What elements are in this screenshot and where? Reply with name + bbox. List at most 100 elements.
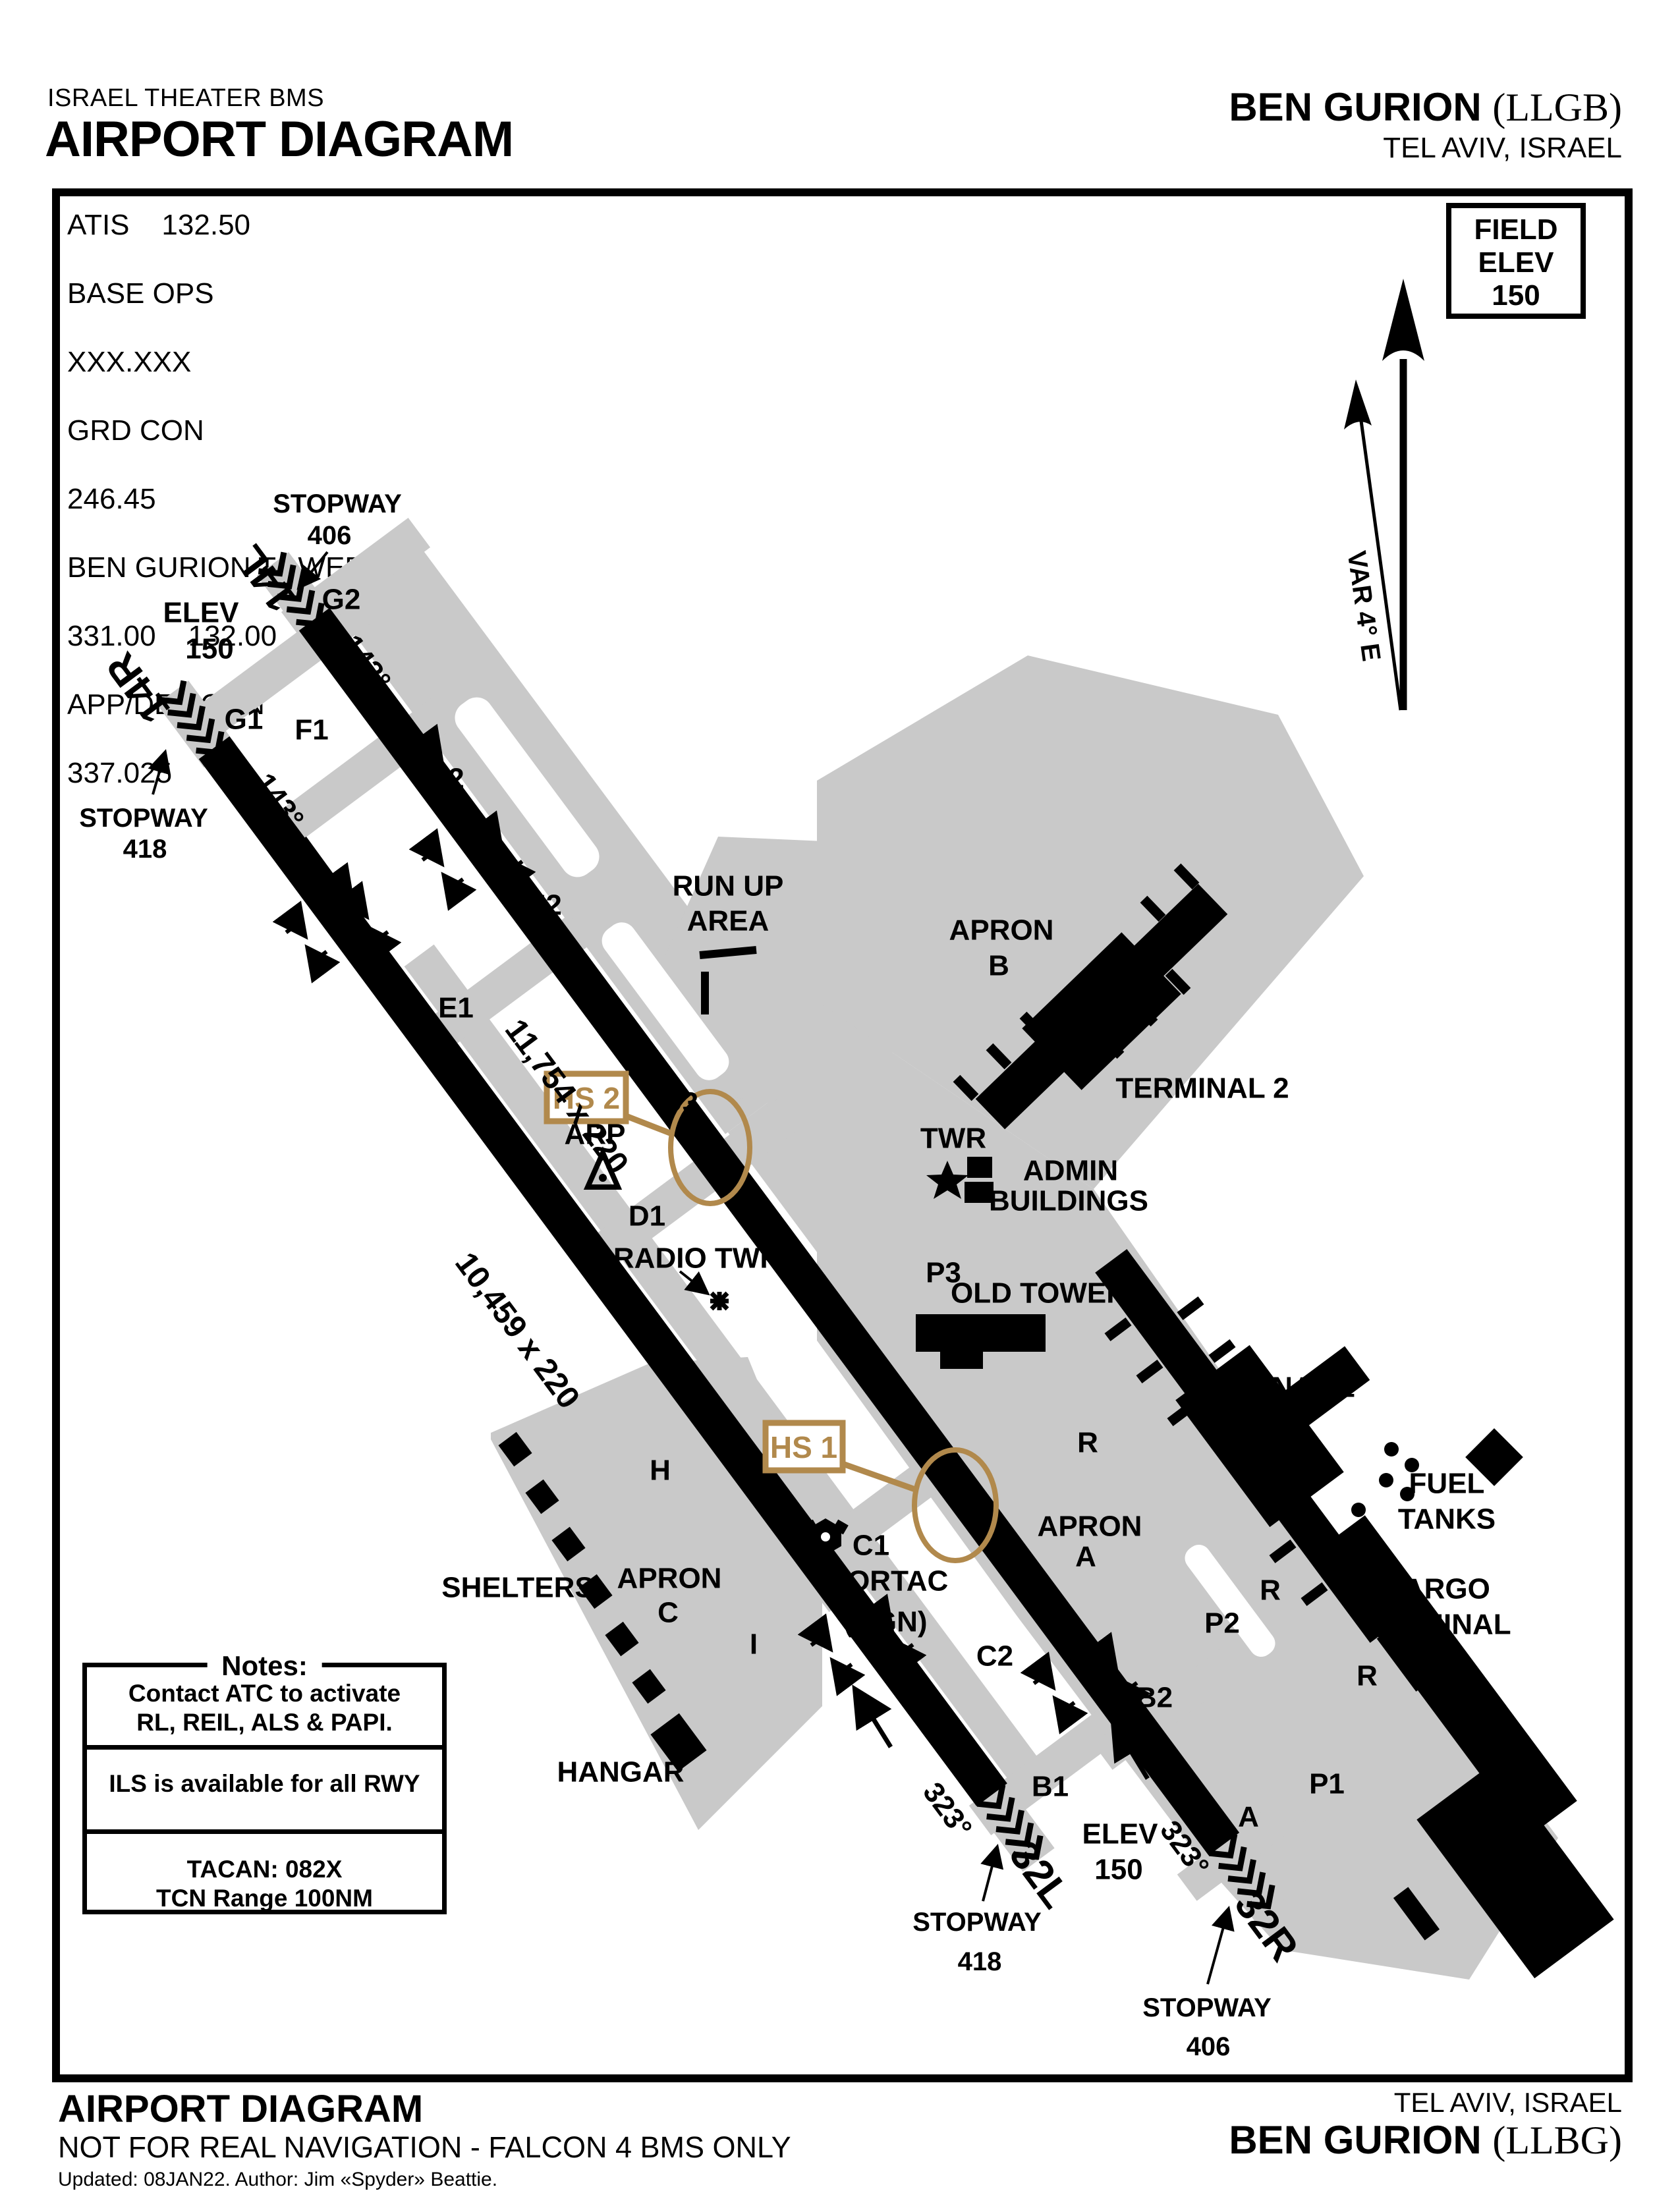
taxiway-c2: C2 xyxy=(976,1640,1013,1673)
stopway-label-32r: STOPWAY xyxy=(1142,1993,1272,2022)
old-tower-label: OLD TOWER xyxy=(951,1277,1127,1310)
admin-building-1 xyxy=(967,1157,992,1178)
arp-icon xyxy=(583,1146,623,1190)
footer-airport: BEN GURION (LLBG) xyxy=(1229,2117,1622,2163)
footer-city: TEL AVIV, ISRAEL xyxy=(1393,2087,1622,2118)
taxiway-g1: G1 xyxy=(225,704,264,736)
note-tacan: TACAN: 082X TCN Range 100NM xyxy=(87,1829,442,1912)
theater-title: ISRAEL THEATER BMS xyxy=(47,84,325,112)
radio-twr-label: RADIO TWR xyxy=(613,1242,781,1275)
stopway-label-14l: STOPWAY xyxy=(273,489,402,518)
stopway-label-14r: STOPWAY xyxy=(79,804,208,833)
taxiway-f1: F1 xyxy=(294,714,328,746)
run-up-area-label2: AREA xyxy=(687,905,770,937)
apron-b-label2: B xyxy=(988,950,1009,982)
stopway-406-14l: 406 xyxy=(308,521,352,550)
taxiway-b1: B1 xyxy=(1032,1771,1069,1803)
taxiway-r-cargo: R xyxy=(1357,1660,1378,1692)
fuel-tanks-icon xyxy=(1351,1442,1419,1517)
note-atc-line2: RL, REIL, ALS & PAPI. xyxy=(136,1709,393,1736)
hs2-box xyxy=(544,1070,629,1124)
taxiway-e1: E1 xyxy=(438,992,474,1024)
hs2-label: HS 2 xyxy=(553,1081,620,1115)
taxiway-g2: G2 xyxy=(322,584,361,616)
heading-arrows xyxy=(302,698,1150,1780)
taxiway-d3: D3 xyxy=(661,1087,698,1119)
footer-disclaimer: NOT FOR REAL NAVIGATION - FALCON 4 BMS O… xyxy=(58,2130,791,2164)
taxiway-e2: E2 xyxy=(526,889,562,922)
hot-spots xyxy=(544,1070,999,1563)
airport-icao-top: (LLGB) xyxy=(1492,86,1622,129)
page-title: AIRPORT DIAGRAM xyxy=(45,111,514,167)
runway-14l-32r xyxy=(298,607,1240,1856)
taxiway-d1: D1 xyxy=(629,1200,665,1233)
field-elev-box: FIELD ELEV 150 xyxy=(1446,203,1586,319)
twr-label: TWR xyxy=(920,1123,986,1155)
apron-a-label2: A xyxy=(1075,1541,1096,1573)
footer-airport-name: BEN GURION xyxy=(1229,2118,1493,2162)
terminal2-label: TERMINAL 2 xyxy=(1115,1072,1289,1105)
vortac-label1: VORTAC xyxy=(828,1565,949,1597)
hangar-building xyxy=(650,1713,707,1772)
stopway-label-32l: STOPWAY xyxy=(912,1908,1042,1937)
runways xyxy=(155,550,1287,1921)
footer-airport-icao: (LLBG) xyxy=(1492,2119,1622,2162)
note-atc-line1: Contact ATC to activate xyxy=(128,1680,401,1707)
taxiway-r-p2: R xyxy=(1260,1574,1281,1607)
admin-building-2 xyxy=(965,1182,994,1203)
airport-city-top: TEL AVIV, ISRAEL xyxy=(1383,132,1622,164)
field-elev-value: 150 xyxy=(1492,279,1540,312)
taxiway-p1: P1 xyxy=(1309,1768,1345,1800)
shelters-icons xyxy=(498,1431,707,1772)
taxiway-b2: B2 xyxy=(1136,1682,1173,1714)
notes-title: Notes: xyxy=(207,1650,322,1682)
elev-label-se: ELEV xyxy=(1082,1818,1159,1850)
taxiway-d2: D2 xyxy=(791,1267,827,1300)
shelters-label: SHELTERS xyxy=(441,1572,594,1604)
elev-value-se: 150 xyxy=(1094,1854,1142,1886)
cargo-terminal-building xyxy=(1315,1515,1614,1979)
taxiway-c3: C3 xyxy=(864,1370,901,1402)
apron-c-label2: C xyxy=(658,1597,679,1629)
apron-a-area xyxy=(817,1001,1558,1980)
hs1-box xyxy=(762,1420,846,1474)
freq-grdcon-value: 246.45 xyxy=(67,483,156,515)
apron-c-label1: APRON xyxy=(617,1563,722,1595)
north-arrow: VAR 4° E xyxy=(1341,279,1424,711)
apron-b-area xyxy=(817,655,1364,1189)
taxiway-p2: P2 xyxy=(1204,1607,1240,1640)
old-tower-building xyxy=(916,1314,1046,1369)
note-atc: Contact ATC to activate RL, REIL, ALS & … xyxy=(87,1667,442,1745)
hs1-circle xyxy=(912,1447,999,1563)
taxiway-c1: C1 xyxy=(853,1530,889,1562)
freq-grdcon: GRD CON xyxy=(67,414,204,447)
note-ils: ILS is available for all RWY xyxy=(87,1745,442,1829)
elev-value-nw: 150 xyxy=(185,633,233,665)
admin-label2: BUILDINGS xyxy=(989,1185,1148,1217)
hangar-label: HANGAR xyxy=(557,1756,684,1789)
freq-baseops: BASE OPS xyxy=(67,277,214,310)
field-elev-word2: ELEV xyxy=(1478,246,1554,279)
apron-b-label1: APRON xyxy=(949,914,1054,947)
freq-atis: ATIS 132.50 xyxy=(67,209,251,241)
taxiway-p3: P3 xyxy=(926,1257,961,1289)
magnetic-north-arrow xyxy=(1355,391,1403,711)
fuel-tanks-label2: TANKS xyxy=(1398,1503,1496,1536)
admin-label1: ADMIN xyxy=(1023,1155,1118,1187)
arp-label: ARP xyxy=(565,1119,626,1151)
terminal2-building xyxy=(953,863,1228,1130)
airport-name-text: BEN GURION xyxy=(1229,85,1493,129)
chart-frame xyxy=(52,188,1633,2082)
tower-star-icon xyxy=(926,1161,968,1199)
apron-a-label1: APRON xyxy=(1038,1511,1142,1543)
taxiway-a: A xyxy=(1238,1801,1259,1833)
run-up-area-icon xyxy=(699,946,757,1014)
runway-14r-32l xyxy=(198,736,1007,1806)
run-up-area-label1: RUN UP xyxy=(673,870,784,902)
taxiway-i: I xyxy=(750,1628,758,1661)
runway-sw-dimensions: 10,459 x 220 xyxy=(448,1246,586,1416)
field-elev-word1: FIELD xyxy=(1474,213,1558,246)
fuel-tanks-label1: FUEL xyxy=(1409,1468,1485,1500)
